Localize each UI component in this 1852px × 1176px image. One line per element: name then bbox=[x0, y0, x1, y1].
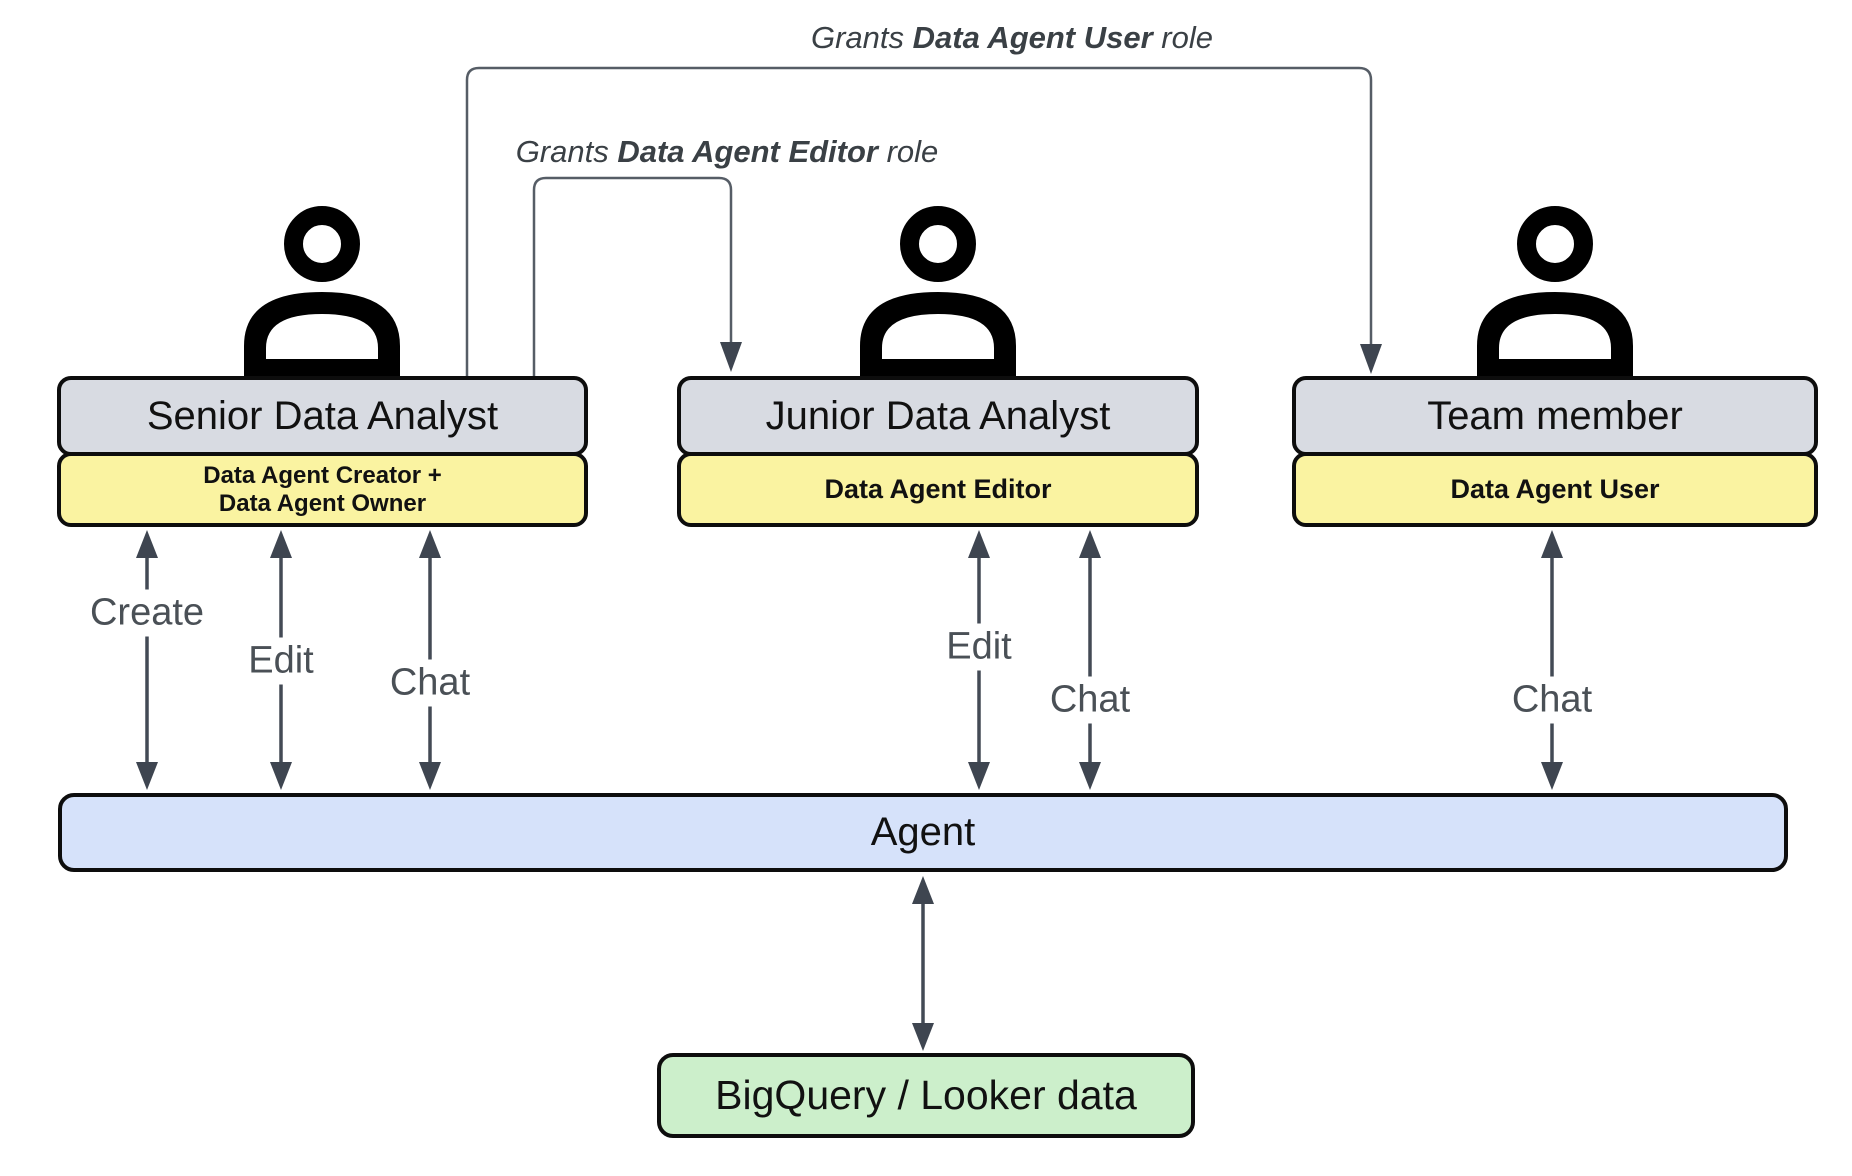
person-icon-team bbox=[1477, 206, 1633, 377]
grants-user-prefix: Grants bbox=[811, 20, 913, 55]
team-role-box: Data Agent User bbox=[1292, 452, 1818, 527]
junior-role-box: Data Agent Editor bbox=[677, 452, 1199, 527]
chat-label-team: Chat bbox=[1503, 676, 1601, 724]
grants-editor-connector-arrow bbox=[532, 176, 742, 376]
bigquery-looker-data-label: BigQuery / Looker data bbox=[715, 1072, 1137, 1118]
senior-data-analyst-label: Senior Data Analyst bbox=[146, 393, 499, 438]
grants-user-connector-arrow bbox=[465, 66, 1382, 376]
edit-label-senior: Edit bbox=[240, 637, 322, 685]
senior-data-analyst-box: Senior Data Analyst bbox=[57, 376, 588, 456]
grants-editor-role-name: Data Agent Editor bbox=[617, 134, 878, 169]
senior-role-line2: Data Agent Owner bbox=[218, 489, 427, 517]
junior-role-label: Data Agent Editor bbox=[824, 474, 1052, 504]
chat-arrow-team bbox=[1541, 530, 1563, 790]
bigquery-looker-data-box: BigQuery / Looker data bbox=[657, 1053, 1195, 1138]
create-label: Create bbox=[81, 589, 213, 637]
grants-user-role-label: Grants Data Agent User role bbox=[805, 20, 1219, 56]
senior-role-line1: Data Agent Creator + bbox=[203, 461, 442, 489]
grants-user-role-name: Data Agent User bbox=[912, 20, 1153, 55]
junior-data-analyst-box: Junior Data Analyst bbox=[677, 376, 1199, 456]
team-role-label: Data Agent User bbox=[1450, 474, 1660, 504]
edit-label-junior: Edit bbox=[938, 623, 1020, 671]
grants-editor-prefix: Grants bbox=[515, 134, 618, 169]
team-member-label: Team member bbox=[1427, 393, 1683, 438]
agent-box: Agent bbox=[58, 793, 1788, 872]
senior-role-box: Data Agent Creator + Data Agent Owner bbox=[57, 452, 588, 527]
grants-editor-suffix: role bbox=[877, 134, 939, 169]
grants-editor-role-label: Grants Data Agent Editor role bbox=[509, 134, 945, 170]
junior-data-analyst-label: Junior Data Analyst bbox=[765, 393, 1111, 438]
person-icon-senior bbox=[244, 206, 400, 377]
agent-datastore-arrow bbox=[912, 876, 934, 1051]
chat-label-senior: Chat bbox=[381, 659, 479, 707]
team-member-box: Team member bbox=[1292, 376, 1818, 456]
agent-label: Agent bbox=[870, 810, 976, 854]
person-icon-junior bbox=[860, 206, 1016, 377]
chat-label-junior: Chat bbox=[1041, 676, 1139, 724]
chat-arrow-junior bbox=[1079, 530, 1101, 790]
grants-user-suffix: role bbox=[1152, 20, 1213, 55]
create-arrow-senior bbox=[136, 530, 158, 790]
